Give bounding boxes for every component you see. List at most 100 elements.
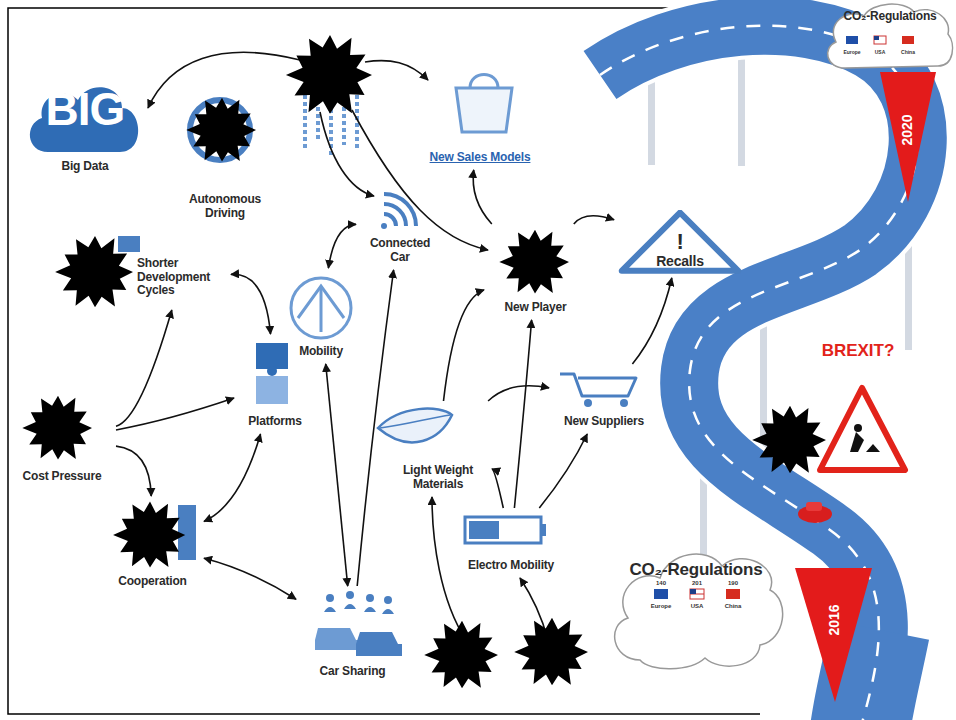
circle-shape xyxy=(381,223,387,229)
node-label: Light Weight Materials xyxy=(390,464,486,492)
connector-arrow xyxy=(473,170,492,224)
node-label: Platforms xyxy=(248,415,302,429)
value-label: 190 xyxy=(728,580,738,586)
node-label: Recalls xyxy=(656,253,704,269)
connector-arrow xyxy=(116,398,234,430)
path-shape xyxy=(560,374,636,396)
use-shape xyxy=(186,98,256,162)
region-label: China xyxy=(725,603,742,609)
leader-arrows xyxy=(148,52,548,640)
winding-road xyxy=(600,26,918,720)
line-shape xyxy=(303,95,307,150)
node-label: Cost Pressure xyxy=(23,470,102,484)
connector-arrow xyxy=(488,386,549,401)
polygon-shape xyxy=(820,388,905,470)
circle-shape xyxy=(584,399,592,407)
year-arrow xyxy=(795,568,872,702)
connector-arrow xyxy=(326,364,348,586)
flag-icons xyxy=(654,36,914,599)
node-label: Cooperation xyxy=(118,575,186,589)
rect-shape xyxy=(902,36,914,44)
path-shape xyxy=(352,110,488,250)
node-label: Electro Mobility xyxy=(468,559,554,573)
node-label: ! xyxy=(676,231,683,253)
rect-shape xyxy=(726,589,740,599)
path-shape xyxy=(344,604,356,609)
node-label: BIG xyxy=(46,85,125,133)
value-label: 140 xyxy=(656,580,666,586)
node-label: Shorter Development Cycles xyxy=(137,257,225,298)
bag-icon xyxy=(456,75,512,133)
rect-shape xyxy=(256,343,288,369)
path-shape xyxy=(384,214,396,226)
connector-arrow xyxy=(328,224,356,268)
use-shape xyxy=(55,236,133,307)
icon-node: Mobility xyxy=(285,272,357,360)
icon-node: Car Sharing xyxy=(300,590,405,680)
path-shape xyxy=(380,415,450,428)
path-shape xyxy=(378,409,452,443)
connector-arrow xyxy=(444,290,485,401)
node-label: Car Sharing xyxy=(320,665,386,679)
circle-shape xyxy=(854,424,862,432)
icon-node: Electro Mobility xyxy=(455,512,567,574)
path-shape xyxy=(384,194,416,226)
path-shape xyxy=(364,607,376,612)
circle-shape xyxy=(326,594,334,602)
icon-node: Connected Car xyxy=(360,180,440,266)
use-shape xyxy=(752,406,826,474)
car-sharing-icon xyxy=(315,591,402,656)
rect-shape xyxy=(469,521,499,539)
use-shape xyxy=(424,621,498,689)
node-label: CO₂-Regulations xyxy=(629,560,762,580)
region-label: Europe xyxy=(843,50,860,55)
path-shape xyxy=(148,52,300,108)
puzzle-icon xyxy=(256,343,288,404)
path-shape xyxy=(320,112,374,196)
rect-shape xyxy=(874,36,879,40)
icon-node: New Player xyxy=(488,228,583,316)
connector-arrow xyxy=(204,558,296,599)
path-shape xyxy=(315,628,360,650)
regulation-cloud: CO₂-Regulations xyxy=(826,2,954,68)
battery-icon xyxy=(465,517,546,543)
icon-node: BIG Big Data xyxy=(25,85,145,175)
cooperation-icon xyxy=(178,505,196,560)
connector-arrow xyxy=(357,270,393,586)
path-shape xyxy=(850,432,864,452)
path-shape xyxy=(456,88,512,132)
year-label: 2020 xyxy=(900,114,914,145)
use-shape xyxy=(514,618,588,686)
node-label: New Sales Models xyxy=(430,151,531,165)
redaction-blobs xyxy=(22,35,826,688)
line-shape xyxy=(320,286,323,332)
node-label: Autonomous Driving xyxy=(182,193,268,221)
icon-node: Autonomous Driving xyxy=(180,98,270,222)
icon-node: Light Weight Materials xyxy=(388,405,488,493)
icon-node: Cooperation xyxy=(105,500,200,590)
path-shape xyxy=(600,26,918,720)
circle-shape xyxy=(384,596,392,604)
icon-node: New Suppliers xyxy=(553,368,655,430)
circle-shape xyxy=(291,278,351,338)
red-car xyxy=(798,502,832,523)
use-shape xyxy=(286,35,372,114)
path-shape xyxy=(382,609,394,614)
warning-sign xyxy=(820,388,905,470)
node-label: Big Data xyxy=(61,160,108,174)
path-shape xyxy=(384,204,406,226)
rect-shape xyxy=(654,589,668,599)
region-label: USA xyxy=(875,50,886,55)
cart-icon xyxy=(560,374,636,407)
path-shape xyxy=(860,630,880,720)
triangle-shape xyxy=(622,213,739,271)
leaf-icon xyxy=(378,409,452,443)
path-shape xyxy=(470,75,498,89)
path-shape xyxy=(365,61,428,80)
region-label: Europe xyxy=(651,603,672,609)
path-shape xyxy=(432,497,466,640)
connector-arrow xyxy=(574,216,614,224)
